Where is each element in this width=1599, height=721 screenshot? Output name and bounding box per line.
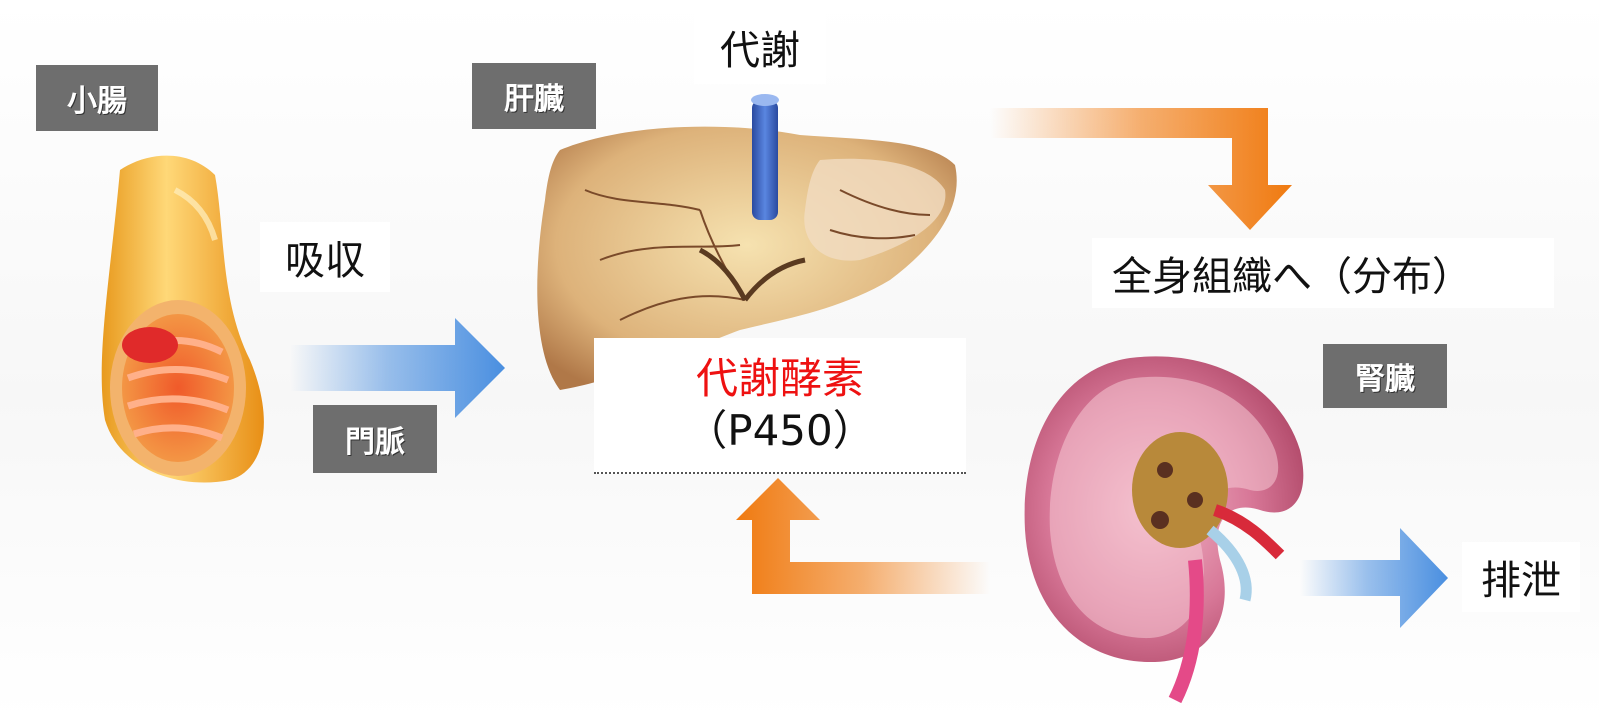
kidney-tag: 腎臓: [1323, 344, 1447, 408]
portal-flow-arrow: [290, 318, 505, 418]
enzyme-subtitle: （P450）: [685, 405, 875, 457]
return-flow-arrow: [736, 478, 990, 594]
enzyme-box: 代謝酵素 （P450）: [594, 338, 966, 474]
enzyme-name: 代謝酵素: [696, 353, 864, 405]
small-intestine-tag: 小腸: [36, 65, 158, 131]
absorption-label: 吸収: [260, 222, 390, 292]
portal-vein-tag: 門脈: [313, 405, 437, 473]
distribution-label: 全身組織へ（分布）: [1092, 238, 1554, 308]
small-intestine-illustration: [102, 156, 264, 483]
metabolism-label: 代謝: [694, 10, 826, 84]
excretion-flow-arrow: [1300, 528, 1448, 628]
distribution-flow-arrow: [990, 108, 1292, 230]
excretion-label: 排泄: [1462, 542, 1580, 612]
kidney-illustration: [1025, 356, 1304, 700]
liver-tag: 肝臓: [472, 63, 596, 129]
